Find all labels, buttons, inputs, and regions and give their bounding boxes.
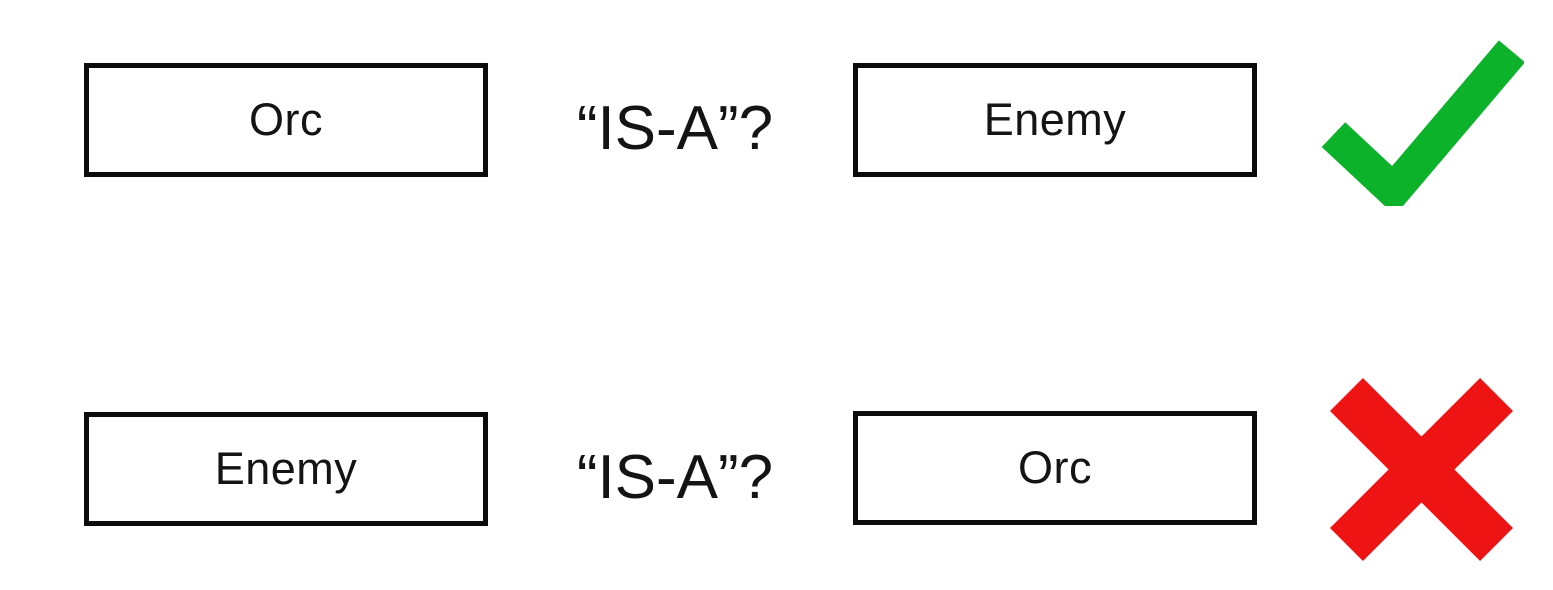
class-box-orc: Orc <box>84 63 488 177</box>
class-box-enemy: Enemy <box>853 63 1257 177</box>
class-box-label: Orc <box>1018 442 1092 493</box>
class-box-label: Enemy <box>983 94 1127 145</box>
cross-icon <box>1330 378 1513 561</box>
class-box-enemy-2: Enemy <box>84 412 488 526</box>
class-box-label: Enemy <box>214 443 358 494</box>
cross-icon-shape <box>1330 378 1513 561</box>
check-icon-stroke <box>1321 40 1524 206</box>
class-box-orc-2: Orc <box>853 411 1257 525</box>
relation-question: “IS-A”? <box>576 94 774 163</box>
check-icon <box>1321 40 1524 206</box>
class-box-label: Orc <box>249 94 323 145</box>
relation-question: “IS-A”? <box>576 443 774 512</box>
